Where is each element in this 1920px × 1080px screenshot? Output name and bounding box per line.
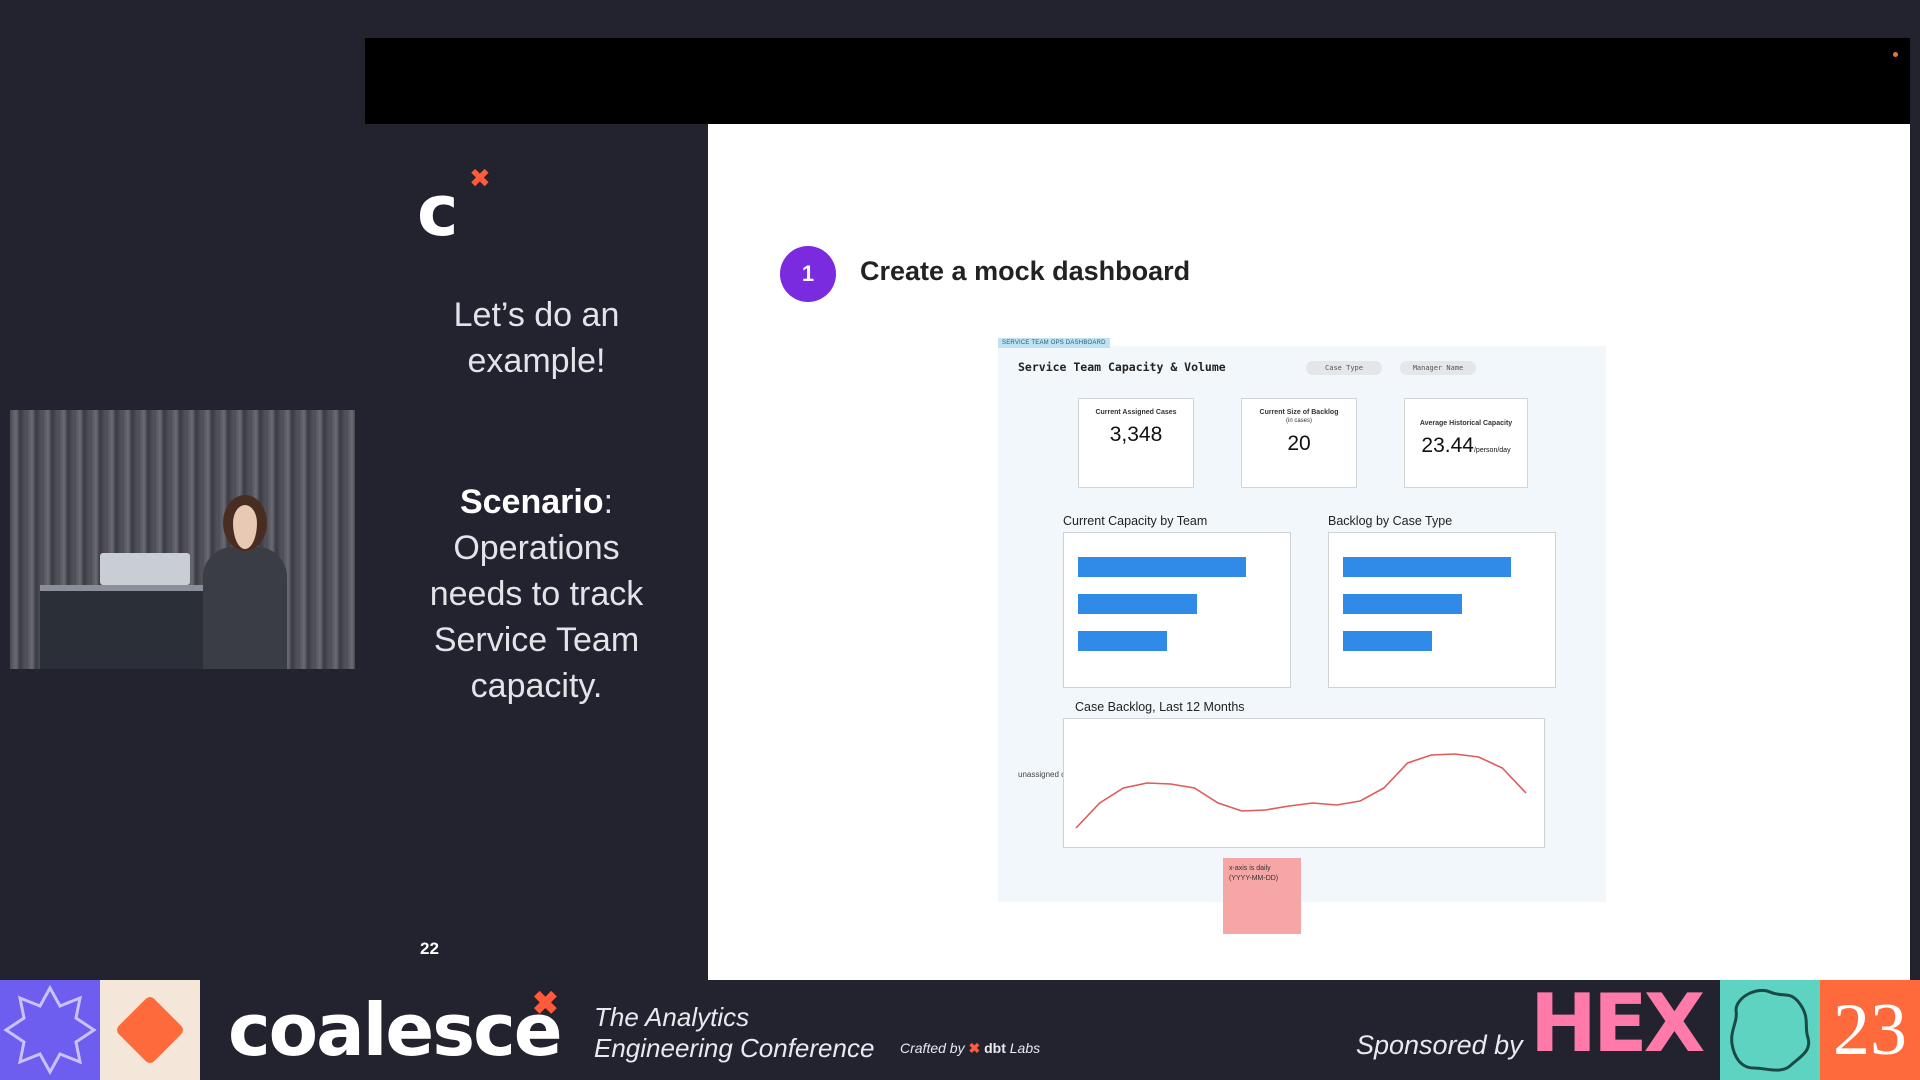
bar [1343, 631, 1433, 651]
capacity-panel-title: Current Capacity by Team [1063, 514, 1208, 528]
kpi-historical-capacity: Average Historical Capacity 23.44/person… [1404, 398, 1528, 488]
sticky-note-line: x-axis is daily [1229, 865, 1271, 872]
kpi-assigned-cases: Current Assigned Cases 3,348 [1078, 398, 1194, 488]
manager-name-filter[interactable]: Manager Name [1400, 361, 1476, 375]
scenario-colon: : [603, 483, 614, 521]
intro-line: example! [467, 342, 606, 380]
scenario-line: capacity. [470, 667, 603, 705]
slide-left-panel: c✖ Let’s do an example! Scenario: Operat… [365, 124, 708, 980]
conference-tagline: The Analytics Engineering Conference [594, 1002, 874, 1064]
crafted-by-label: Crafted by [900, 1040, 965, 1056]
year-tile: 23 [1820, 980, 1920, 1080]
sticky-note: x-axis is daily (YYYY-MM-DD) [1223, 858, 1301, 934]
dashboard-tag: SERVICE TEAM OPS DASHBOARD [998, 338, 1110, 348]
bar [1078, 594, 1198, 614]
kpi-label: Current Assigned Cases [1095, 409, 1177, 416]
kpi-label: Current Size of Backlog [1259, 409, 1339, 416]
podium [40, 585, 205, 669]
blob-tile-icon [1720, 980, 1820, 1080]
dashboard-title: Service Team Capacity & Volume [1018, 360, 1226, 374]
coalesce-wordmark: coalesce [228, 988, 563, 1072]
page-number: 22 [420, 939, 439, 958]
scenario-text: Scenario: Operations needs to track Serv… [365, 479, 708, 709]
diamond-tile-icon [100, 980, 200, 1080]
step-number-badge: 1 [780, 246, 836, 302]
case-backlog-trend-chart [1063, 718, 1545, 848]
kpi-backlog-size: Current Size of Backlog (in cases) 20 [1241, 398, 1357, 488]
speaker-video [10, 410, 355, 669]
intro-line: Let’s do an [453, 296, 620, 334]
trend-line [1075, 753, 1527, 829]
dbt-labs-suffix: Labs [1009, 1040, 1041, 1056]
scenario-line: Operations [453, 529, 620, 567]
star-tile-icon [0, 980, 100, 1080]
scenario-label: Scenario [459, 483, 604, 521]
sticky-note-line: (YYYY-MM-DD) [1229, 875, 1279, 882]
intro-text: Let’s do an example! [365, 292, 708, 384]
laptop [100, 553, 190, 585]
coalesce-c-logo-icon: c✖ [417, 164, 491, 252]
mock-dashboard: SERVICE TEAM OPS DASHBOARD Service Team … [998, 338, 1606, 934]
slide-content-panel: 1 Create a mock dashboard SERVICE TEAM O… [708, 124, 1910, 980]
recording-dot [1893, 52, 1898, 57]
slide-header-bar [365, 38, 1910, 124]
bar [1078, 631, 1168, 651]
tagline-line: Engineering Conference [594, 1033, 875, 1063]
trend-y-label: unassigned cases [1018, 770, 1083, 779]
bar [1343, 557, 1511, 577]
hex-sponsor-logo: HEX [1530, 977, 1705, 1070]
dbt-wordmark: dbt [984, 1040, 1006, 1056]
sponsored-by-label: Sponsored by [1356, 1030, 1523, 1060]
bar [1343, 594, 1463, 614]
speaker [195, 495, 295, 669]
kpi-unit: /person/day [1473, 447, 1511, 454]
kpi-value: 20 [1287, 432, 1311, 455]
conference-banner: coalesce ✖ The Analytics Engineering Con… [0, 980, 1920, 1080]
backlog-panel-title: Backlog by Case Type [1328, 514, 1453, 528]
trend-panel-title: Case Backlog, Last 12 Months [1075, 700, 1245, 714]
dbt-x-icon: ✖ [968, 1040, 981, 1056]
scenario-line: Service Team [433, 621, 640, 659]
crafted-by: Crafted by ✖ dbt Labs [900, 1040, 1040, 1057]
bar [1078, 557, 1246, 577]
kpi-label: Average Historical Capacity [1419, 420, 1513, 427]
trend-line-svg [1075, 753, 1527, 829]
speaker-head [223, 495, 267, 551]
case-type-filter[interactable]: Case Type [1306, 361, 1382, 375]
tagline-line: The Analytics [594, 1002, 750, 1032]
scenario-line: needs to track [429, 575, 644, 613]
speaker-torso [203, 547, 287, 669]
kpi-value: 3,348 [1109, 423, 1163, 446]
backlog-by-case-type-chart [1328, 532, 1556, 688]
kpi-sublabel: (in cases) [1285, 418, 1312, 424]
coalesce-x-icon: ✖ [532, 985, 559, 1021]
step-title: Create a mock dashboard [860, 256, 1191, 286]
capacity-by-team-chart [1063, 532, 1291, 688]
kpi-value: 23.44 [1421, 434, 1474, 457]
